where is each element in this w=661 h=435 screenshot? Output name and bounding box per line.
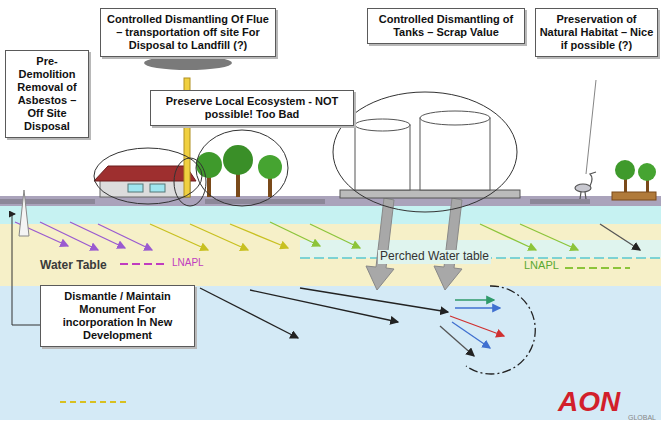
focus-ellipses-part [333, 92, 517, 212]
contaminant-lines [15, 222, 640, 402]
callout-text: Preserve Local Ecosystem - NOT possible!… [154, 95, 350, 121]
monument [12, 190, 40, 325]
contaminant-lines-part [70, 222, 125, 248]
callout-box: Controlled Dismantling of Tanks – Scrap … [367, 8, 525, 44]
flue [144, 56, 232, 197]
infiltration-arrows-part [366, 198, 394, 290]
callout-box: Pre-Demolition Removal of Asbestos – Off… [5, 50, 89, 138]
contaminant-lines-part [200, 288, 298, 338]
ground-layers-part [530, 199, 590, 204]
contaminant-lines-part [120, 263, 168, 265]
trees-part [223, 145, 253, 175]
contaminant-lines-part [310, 224, 360, 248]
contaminant-lines-part [466, 286, 535, 374]
contaminant-lines-part [455, 307, 500, 308]
lnapl-label: LNAPL [170, 257, 206, 269]
callout-box: Controlled Dismantling Of Flue – transpo… [100, 8, 276, 57]
lnapl-label: LNAPL [522, 259, 561, 272]
logo-subtext: GLOBAL [626, 414, 658, 422]
contaminant-lines-part [250, 290, 398, 322]
trees-part [196, 152, 222, 178]
flue-part [144, 56, 232, 70]
ground-layers-part [0, 224, 661, 286]
house-part [128, 184, 143, 192]
contaminant-lines-part [452, 322, 490, 348]
contaminant-lines-part [600, 224, 640, 250]
contaminant-lines-part [565, 267, 630, 269]
trees-part [258, 155, 282, 179]
contaminant-lines-part [455, 299, 494, 300]
focus-ellipses-part [94, 148, 202, 204]
house-part [94, 166, 196, 181]
callout-text: Dismantle / Maintain Monument For incorp… [44, 290, 191, 342]
logo-text: AON [556, 386, 622, 418]
ground-layers-part [0, 199, 95, 204]
tanks-part [340, 190, 520, 198]
focus-ellipses-part [196, 130, 288, 206]
ground-layers [0, 196, 661, 420]
callout-box: Dismantle / Maintain Monument For incorp… [40, 285, 195, 347]
tanks-part [355, 125, 410, 190]
contaminant-lines-part [300, 288, 448, 312]
house-part [150, 184, 165, 192]
contaminant-lines-part [40, 222, 98, 250]
tanks-part [420, 118, 490, 190]
callout-text: Controlled Dismantling Of Flue – transpo… [104, 13, 272, 52]
tanks-part [355, 119, 410, 131]
heron-part [586, 80, 596, 174]
ground-layers-part [0, 196, 661, 206]
callout-box: Preservation of Natural Habitat – Nice i… [535, 8, 658, 57]
tanks-part [420, 111, 490, 125]
callout-text: Controlled Dismantling of Tanks – Scrap … [371, 13, 521, 39]
ground-layers-part [0, 206, 661, 224]
contaminant-lines-part [440, 326, 474, 356]
monument-part [19, 190, 29, 236]
heron [575, 80, 596, 199]
heron-part [585, 192, 586, 199]
tanks [340, 111, 520, 198]
heron-part [590, 172, 596, 186]
heron-part [580, 192, 581, 199]
trees-part [612, 192, 656, 200]
callout-text: Preservation of Natural Habitat – Nice i… [539, 13, 654, 52]
monument-part [12, 214, 40, 325]
callout-box: Preserve Local Ecosystem - NOT possible!… [150, 90, 354, 126]
focus-ellipses-part [174, 158, 206, 206]
perched-water-label: Perched Water table [378, 250, 491, 264]
water-table-label: Water Table [38, 259, 109, 273]
house [94, 166, 196, 197]
contaminant-lines-part [230, 224, 288, 248]
contaminant-lines-part [98, 224, 152, 250]
heron-part [575, 184, 591, 192]
contaminant-lines-part [520, 224, 578, 250]
contaminant-lines-part [60, 401, 130, 403]
trees-part [615, 160, 635, 180]
callout-text: Pre-Demolition Removal of Asbestos – Off… [9, 55, 85, 133]
trees-part [638, 163, 656, 181]
ground-layers-part [0, 285, 661, 420]
